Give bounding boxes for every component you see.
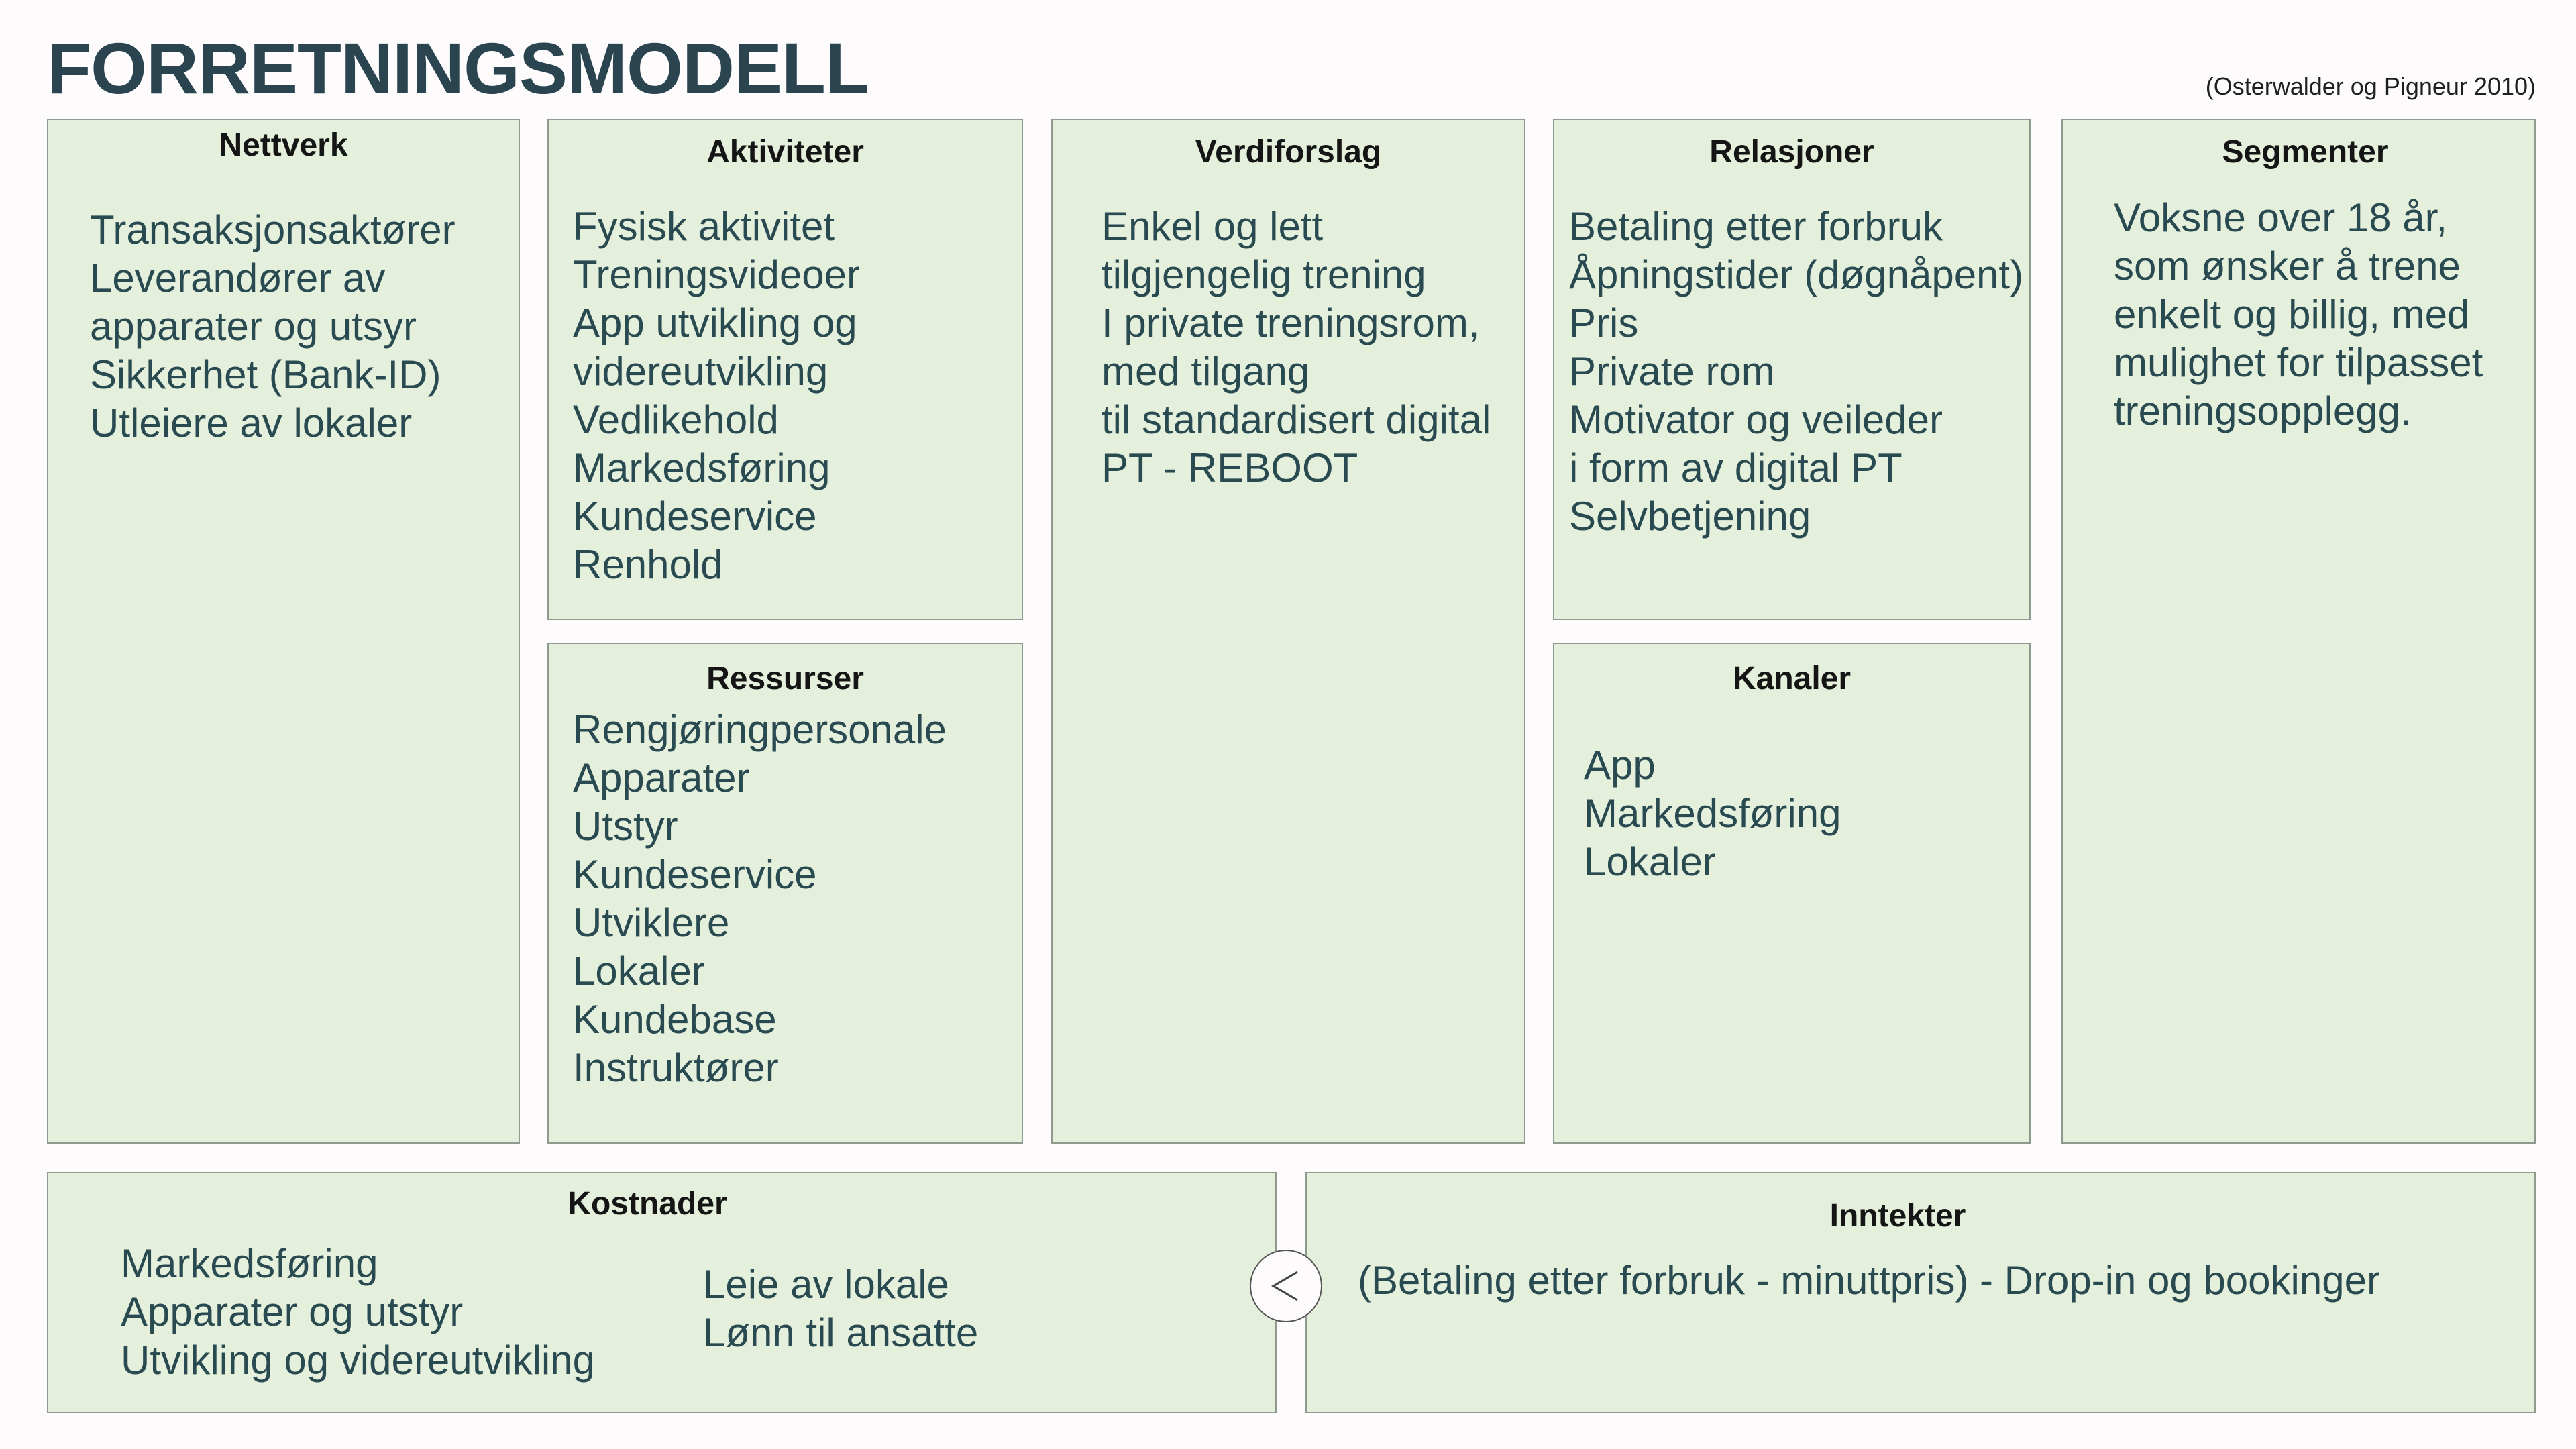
list-item: enkelt og billig, med: [2114, 292, 2470, 337]
list-item: Kundeservice: [573, 494, 817, 539]
list-item: I private treningsrom,: [1102, 301, 1480, 345]
item-list: Enkel og lett tilgjengelig trening I pri…: [1102, 203, 1491, 492]
item-list: Voksne over 18 år, som ønsker å trene en…: [2114, 194, 2483, 435]
list-item: Pris: [1569, 301, 1639, 345]
box-kostnader: Kostnader Markedsføring Apparater og uts…: [47, 1172, 1277, 1413]
list-item: Sikkerhet (Bank-ID): [90, 352, 441, 397]
box-verdiforslag: Verdiforslag Enkel og lett tilgjengelig …: [1051, 119, 1525, 1144]
list-item: Utviklere: [573, 900, 730, 945]
inntekter-text: (Betaling etter forbruk - minuttpris) - …: [1358, 1258, 2380, 1303]
item-list: Betaling etter forbruk Åpningstider (døg…: [1569, 203, 2023, 541]
list-item: videreutvikling: [573, 349, 828, 394]
list-item: Kundebase: [573, 997, 777, 1042]
list-item: apparater og utsyr: [90, 304, 417, 349]
list-item: App: [1584, 743, 1656, 788]
list-item: Private rom: [1569, 349, 1775, 394]
box-title: Ressurser: [706, 661, 864, 696]
list-item: Leie av lokale: [703, 1262, 949, 1307]
list-item: Åpningstider (døgnåpent): [1569, 252, 2024, 297]
list-item: Renhold: [573, 542, 723, 587]
box-title: Segmenter: [2222, 134, 2389, 170]
list-item: treningsopplegg.: [2114, 388, 2412, 433]
list-item: Lokaler: [1584, 839, 1716, 884]
list-item: Rengjøringpersonale: [573, 707, 947, 752]
box-title: Aktiviteter: [706, 134, 864, 170]
list-item: tilgjengelig trening: [1102, 252, 1426, 297]
list-item: som ønsker å trene: [2114, 244, 2461, 288]
list-item: Utstyr: [573, 804, 678, 849]
box-nettverk: Nettverk Transaksjonsaktører Leverandøre…: [47, 119, 520, 1144]
list-item: Utleiere av lokaler: [90, 400, 413, 445]
box-kanaler: Kanaler App Markedsføring Lokaler: [1553, 643, 2031, 1144]
box-title: Kostnader: [568, 1186, 727, 1222]
item-list: Fysisk aktivitet Treningsvideoer App utv…: [573, 203, 860, 589]
list-item: i form av digital PT: [1569, 445, 1902, 490]
list-item: Apparater og utstyr: [121, 1289, 464, 1334]
item-list: App Markedsføring Lokaler: [1584, 741, 1841, 886]
box-title: Inntekter: [1829, 1198, 1966, 1234]
box-title: Verdiforslag: [1195, 134, 1382, 170]
list-item: Lønn til ansatte: [703, 1310, 979, 1355]
list-item: App utvikling og: [573, 301, 857, 345]
list-item: Motivator og veileder: [1569, 397, 1943, 442]
box-title: Nettverk: [219, 127, 348, 163]
list-item: Lokaler: [573, 949, 705, 994]
item-list-left: Markedsføring Apparater og utstyr Utvikl…: [121, 1240, 595, 1385]
citation: (Osterwalder og Pigneur 2010): [2205, 72, 2536, 100]
list-item: Treningsvideoer: [573, 252, 860, 297]
list-item: Fysisk aktivitet: [573, 204, 835, 249]
list-item: Markedsføring: [121, 1241, 378, 1286]
list-item: Transaksjonsaktører: [90, 207, 455, 252]
box-title: Kanaler: [1732, 661, 1851, 696]
box-inntekter: Inntekter (Betaling etter forbruk - minu…: [1305, 1172, 2536, 1413]
list-item: Apparater: [573, 755, 750, 800]
list-item: Voksne over 18 år,: [2114, 195, 2447, 240]
list-item: Kundeservice: [573, 852, 817, 897]
list-item: Markedsføring: [1584, 791, 1841, 836]
list-item: til standardisert digital: [1102, 397, 1491, 442]
list-item: Instruktører: [573, 1045, 779, 1090]
list-item: Vedlikehold: [573, 397, 779, 442]
item-list: Transaksjonsaktører Leverandører av appa…: [90, 206, 455, 447]
box-ressurser: Ressurser Rengjøringpersonale Apparater …: [547, 643, 1023, 1144]
list-item: Utvikling og videreutvikling: [121, 1338, 595, 1383]
list-item: Selvbetjening: [1569, 494, 1811, 539]
box-segmenter: Segmenter Voksne over 18 år, som ønsker …: [2061, 119, 2536, 1144]
list-item: Markedsføring: [573, 445, 830, 490]
box-relasjoner: Relasjoner Betaling etter forbruk Åpning…: [1553, 119, 2031, 620]
list-item: Betaling etter forbruk: [1569, 204, 1943, 249]
page-title: FORRETNINGSMODELL: [47, 28, 869, 109]
list-item: PT - REBOOT: [1102, 445, 1358, 490]
chevron-left-icon: [1250, 1250, 1322, 1322]
list-item: mulighet for tilpasset: [2114, 340, 2483, 385]
box-title: Relasjoner: [1709, 134, 1874, 170]
item-list-right: Leie av lokale Lønn til ansatte: [703, 1260, 978, 1357]
list-item: med tilgang: [1102, 349, 1310, 394]
list-item: Enkel og lett: [1102, 204, 1324, 249]
item-list: Rengjøringpersonale Apparater Utstyr Kun…: [573, 706, 947, 1092]
list-item: Leverandører av: [90, 256, 386, 301]
box-aktiviteter: Aktiviteter Fysisk aktivitet Treningsvid…: [547, 119, 1023, 620]
